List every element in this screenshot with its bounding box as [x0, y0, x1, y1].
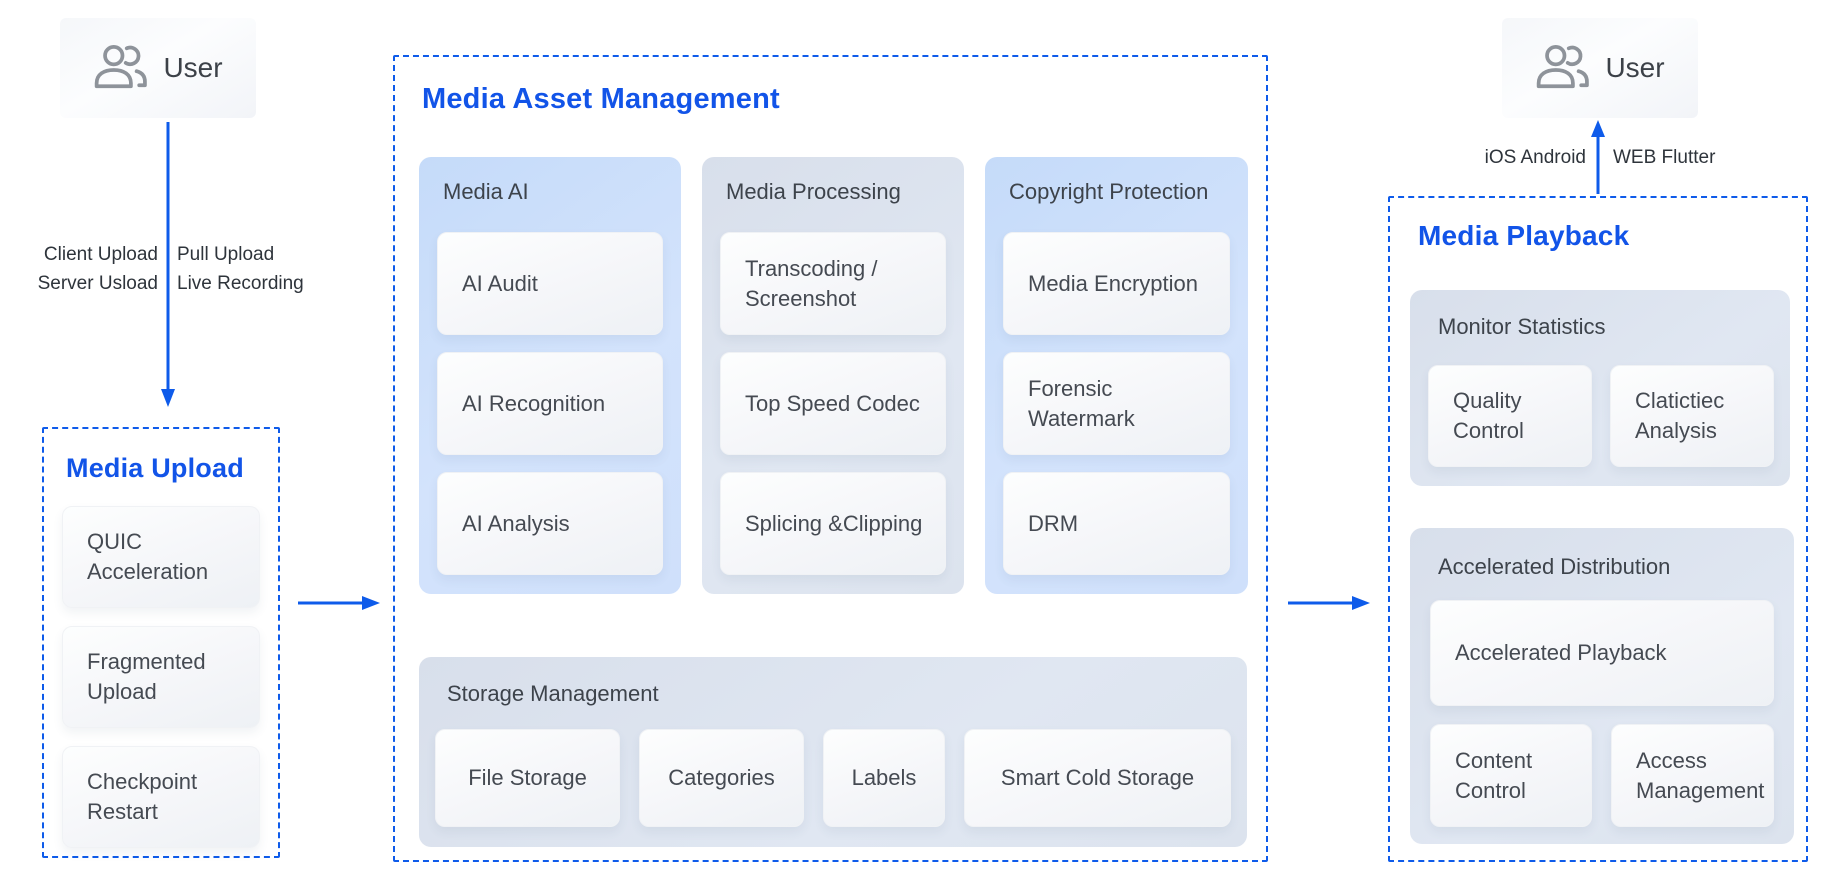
- flow-label-server-upload: Server Usload: [37, 273, 158, 294]
- monitor-statistics-title: Monitor Statistics: [1438, 314, 1606, 339]
- flow-label-pull-upload: Pull Upload: [177, 244, 275, 265]
- card-drm: DRM: [1003, 472, 1230, 575]
- card-clatictiec-analysis: Clatictiec Analysis: [1610, 365, 1774, 467]
- card-transcoding-screenshot: Transcoding / Screenshot: [720, 232, 946, 335]
- mam-to-playback-arrow: [1286, 595, 1370, 611]
- copyright-protection-title: Copyright Protection: [1009, 179, 1209, 204]
- upload-to-mam-arrow: [296, 595, 380, 611]
- card-ai-analysis: AI Analysis: [437, 472, 663, 575]
- media-playback-box: Media Playback Monitor Statistics Qualit…: [1388, 196, 1808, 862]
- card-checkpoint-restart: Checkpoint Restart: [62, 746, 260, 848]
- card-top-speed-codec: Top Speed Codec: [720, 352, 946, 455]
- card-file-storage: File Storage: [435, 729, 620, 827]
- flow-label-web-flutter: WEB Flutter: [1613, 147, 1716, 168]
- flow-label-client-upload: Client Upload: [43, 244, 158, 265]
- card-ai-recognition: AI Recognition: [437, 352, 663, 455]
- card-splicing-clipping: Splicing &Clipping: [720, 472, 946, 575]
- card-quic-acceleration: QUIC Acceleration: [62, 506, 260, 608]
- users-icon: [1535, 43, 1590, 94]
- users-icon: [93, 43, 148, 94]
- media-ai-title: Media AI: [443, 179, 529, 204]
- card-fragmented-upload: Fragmented Upload: [62, 626, 260, 728]
- user-box-left: User: [60, 18, 256, 118]
- media-processing-title: Media Processing: [726, 179, 901, 204]
- card-categories: Categories: [639, 729, 804, 827]
- user-label: User: [163, 52, 223, 83]
- monitor-statistics-panel: Monitor Statistics Quality Control Clati…: [1410, 290, 1790, 486]
- accelerated-distribution-panel: Accelerated Distribution Accelerated Pla…: [1410, 528, 1794, 844]
- card-access-management: Access Management: [1611, 724, 1774, 827]
- storage-management-title: Storage Management: [447, 681, 659, 706]
- media-ai-panel: Media AI AI Audit AI Recognition AI Anal…: [419, 157, 681, 594]
- flow-label-ios-android: iOS Android: [1484, 147, 1586, 168]
- media-playback-title: Media Playback: [1418, 220, 1630, 251]
- copyright-protection-panel: Copyright Protection Media Encryption Fo…: [985, 157, 1248, 594]
- user-box-right: User: [1502, 18, 1698, 118]
- accelerated-distribution-title: Accelerated Distribution: [1438, 554, 1671, 579]
- card-ai-audit: AI Audit: [437, 232, 663, 335]
- media-upload-title: Media Upload: [66, 453, 244, 483]
- card-labels: Labels: [823, 729, 945, 827]
- upload-flow-left-label: Client Upload Server Usload: [10, 240, 158, 298]
- media-upload-box: Media Upload QUIC Acceleration Fragmente…: [42, 427, 280, 858]
- user-label: User: [1605, 52, 1665, 83]
- card-content-control: Content Control: [1430, 724, 1592, 827]
- flow-label-live-recording: Live Recording: [177, 273, 304, 294]
- storage-management-panel: Storage Management File Storage Categori…: [419, 657, 1247, 847]
- card-accelerated-playback: Accelerated Playback: [1430, 600, 1774, 706]
- media-processing-panel: Media Processing Transcoding / Screensho…: [702, 157, 964, 594]
- up-arrow: [1590, 120, 1606, 194]
- card-smart-cold-storage: Smart Cold Storage: [964, 729, 1231, 827]
- upload-flow-right-label: Pull Upload Live Recording: [177, 240, 337, 298]
- down-arrow: [160, 122, 176, 408]
- card-forensic-watermark: Forensic Watermark: [1003, 352, 1230, 455]
- mam-title: Media Asset Management: [422, 83, 780, 115]
- media-asset-management-box: Media Asset Management Media AI AI Audit…: [393, 55, 1268, 862]
- card-quality-control: Quality Control: [1428, 365, 1592, 467]
- card-media-encryption: Media Encryption: [1003, 232, 1230, 335]
